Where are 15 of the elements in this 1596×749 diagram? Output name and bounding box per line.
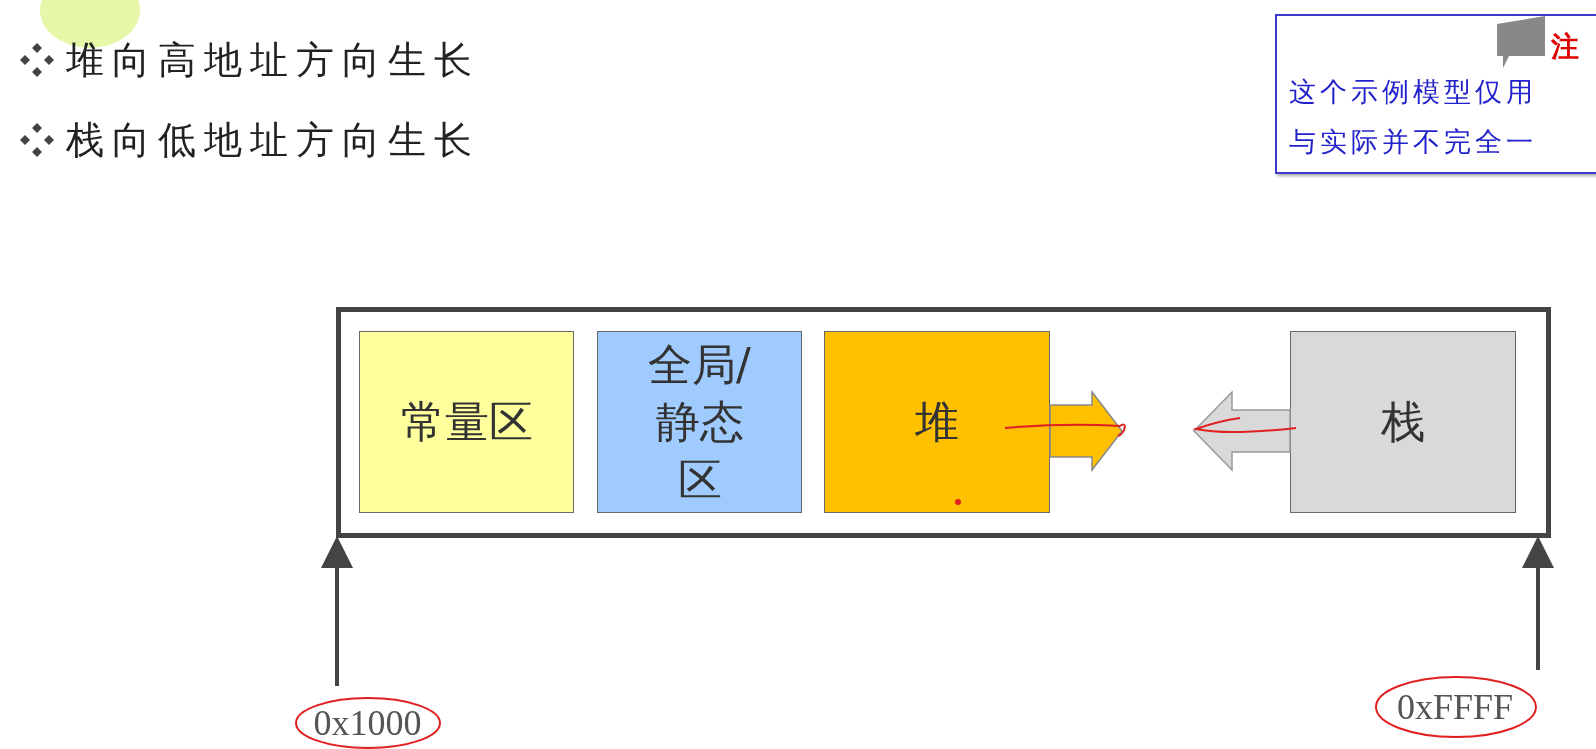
memory-region-box: 常量区 xyxy=(359,331,574,513)
address-label: 0xFFFF xyxy=(1380,684,1530,730)
memory-region-box: 全局/静态区 xyxy=(597,331,802,513)
note-box xyxy=(1275,14,1596,174)
memory-region-box: 栈 xyxy=(1290,331,1516,513)
note-text: 这个示例模型仅用 xyxy=(1289,75,1537,109)
bullet-text: 堆向高地址方向生长 xyxy=(66,38,480,82)
arrow xyxy=(1522,536,1554,670)
arrow xyxy=(321,536,353,686)
memory-frame xyxy=(336,307,1551,538)
note-title: 注 xyxy=(1551,29,1579,65)
memory-region-box: 堆 xyxy=(824,331,1050,513)
bullet-text: 栈向低地址方向生长 xyxy=(66,118,480,162)
note-text: 与实际并不完全一 xyxy=(1289,125,1537,159)
address-label: 0x1000 xyxy=(300,700,435,746)
